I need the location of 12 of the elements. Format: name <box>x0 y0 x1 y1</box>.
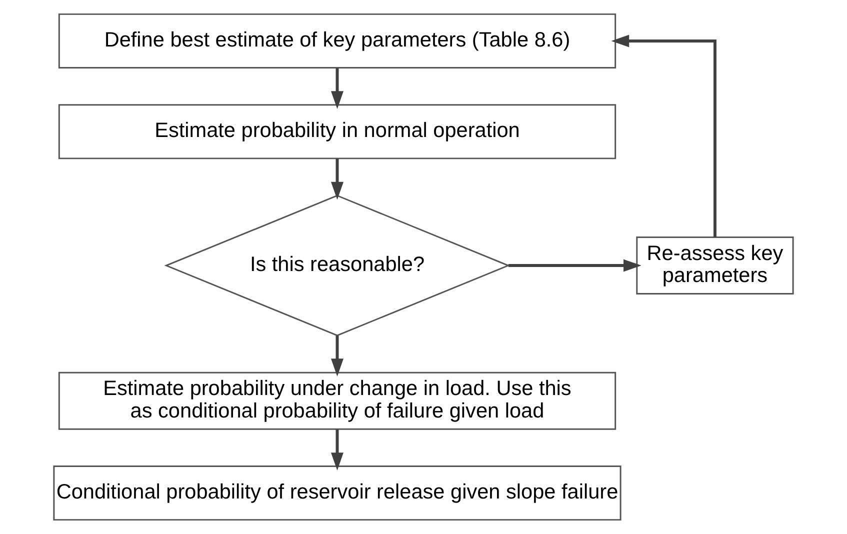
node-box: Define best estimate of key parameters (Table 8.6) <box>58 13 616 68</box>
node-box: Estimate probability under change in load. Use this as conditional probability of failure given load <box>58 372 616 430</box>
arrow <box>330 336 344 377</box>
arrow <box>330 430 344 470</box>
node-box: Re-assess key parameters <box>636 236 794 295</box>
node-diamond: Is this reasonable? <box>164 194 510 336</box>
arrow <box>330 68 344 109</box>
arrow <box>508 259 642 272</box>
arrow <box>611 34 716 238</box>
node-box: Estimate probability in normal operation <box>58 104 616 160</box>
node-box: Conditional probability of reservoir release given slope failure <box>53 466 622 521</box>
arrow <box>330 158 344 200</box>
